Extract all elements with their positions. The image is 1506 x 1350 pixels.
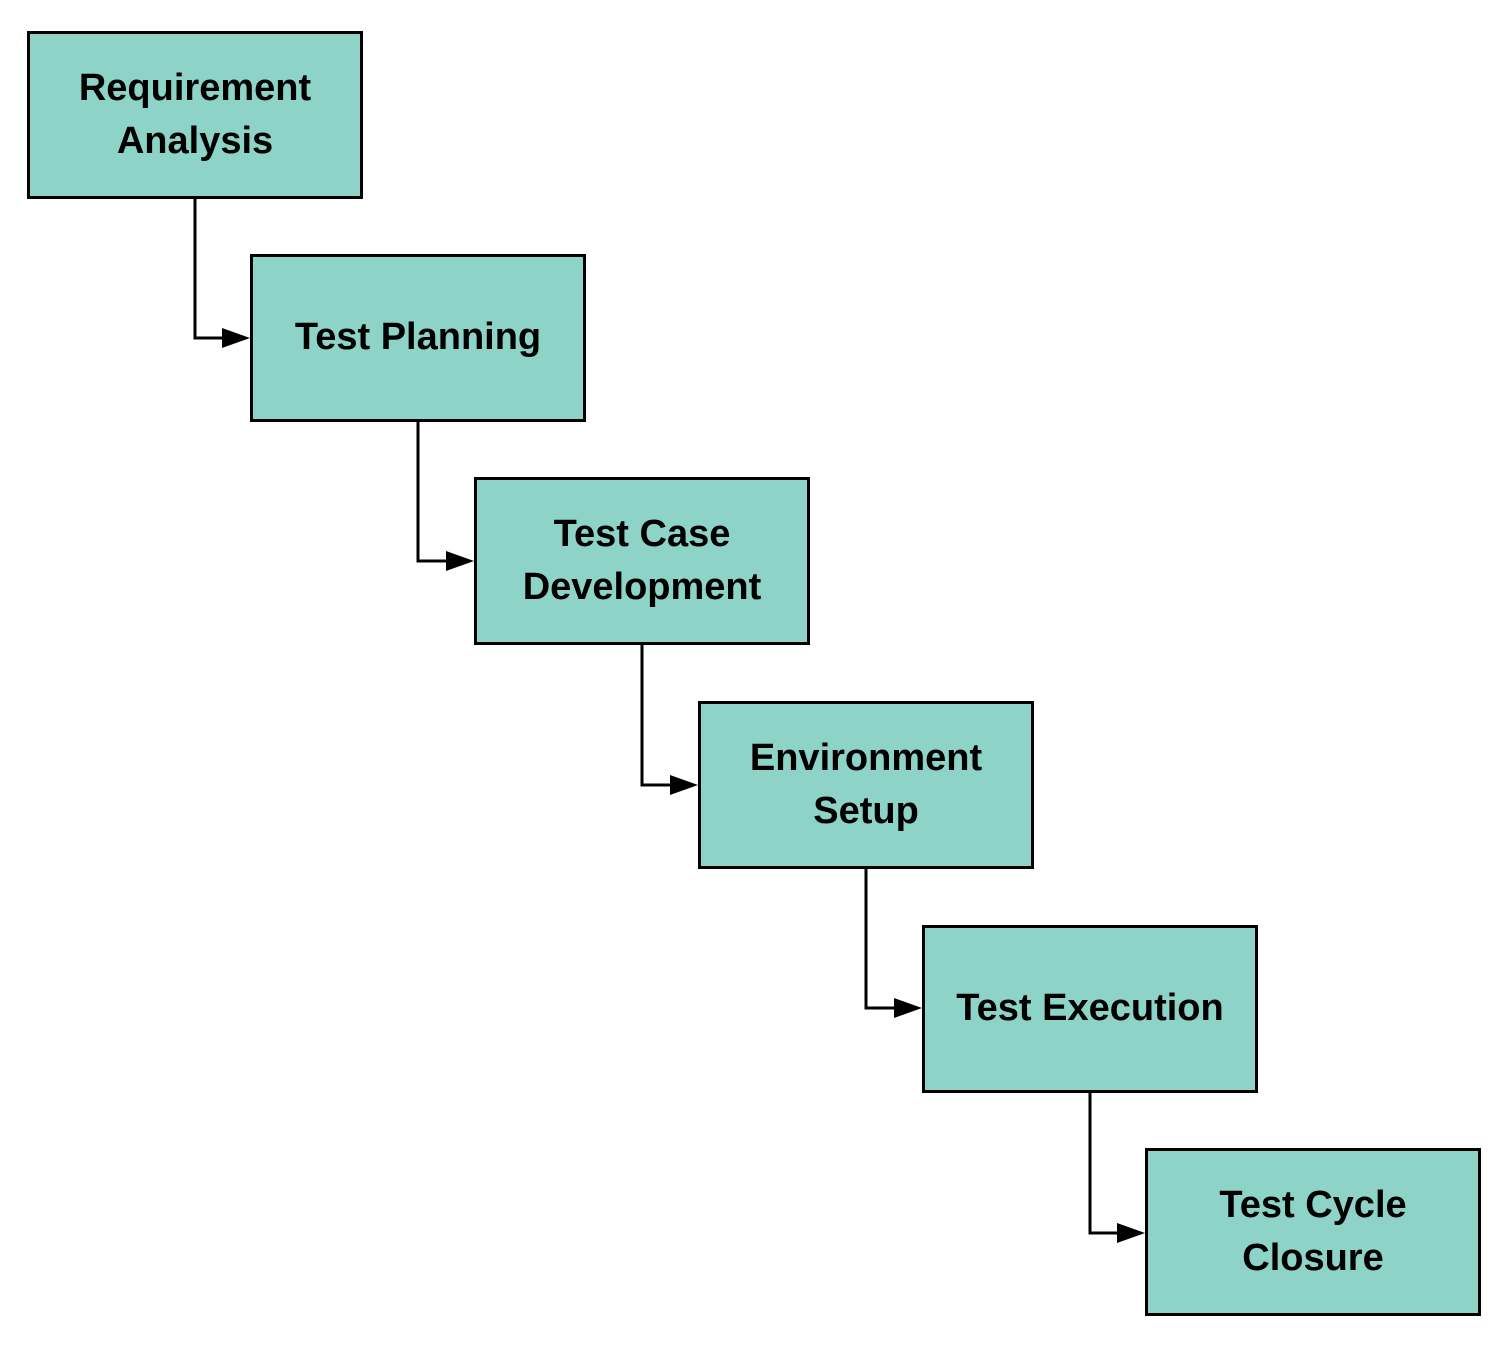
connector-line (416, 422, 448, 563)
node-label: Test Case Development (522, 512, 762, 608)
flow-node-requirement-analysis: Requirement Analysis (27, 31, 363, 199)
node-label: Requirement Analysis (78, 66, 312, 162)
node-label: Test Cycle Closure (1219, 1183, 1407, 1279)
connector-line (193, 199, 224, 340)
connector-line (640, 645, 672, 787)
connector-test-case-development-to-environment-setup (640, 645, 698, 795)
flow-node-test-case-development: Test Case Development (474, 477, 810, 645)
connector-environment-setup-to-test-execution (864, 869, 922, 1018)
flow-node-test-planning: Test Planning (250, 254, 586, 422)
arrowhead-icon (446, 551, 474, 571)
connector-line (1088, 1093, 1120, 1235)
connector-test-planning-to-test-case-development (416, 422, 474, 571)
flow-node-test-execution: Test Execution (922, 925, 1258, 1093)
connector-test-execution-to-test-cycle-closure (1088, 1093, 1145, 1243)
arrowhead-icon (1117, 1223, 1145, 1243)
connector-line (864, 869, 896, 1010)
flow-node-environment-setup: Environment Setup (698, 701, 1034, 869)
arrowhead-icon (894, 998, 922, 1018)
node-label: Test Execution (956, 987, 1224, 1030)
arrowhead-icon (222, 328, 250, 348)
flow-node-test-cycle-closure: Test Cycle Closure (1145, 1148, 1481, 1316)
node-label: Test Planning (294, 316, 542, 359)
connector-requirement-analysis-to-test-planning (193, 199, 250, 348)
arrowhead-icon (670, 775, 698, 795)
node-label: Environment Setup (749, 736, 983, 832)
